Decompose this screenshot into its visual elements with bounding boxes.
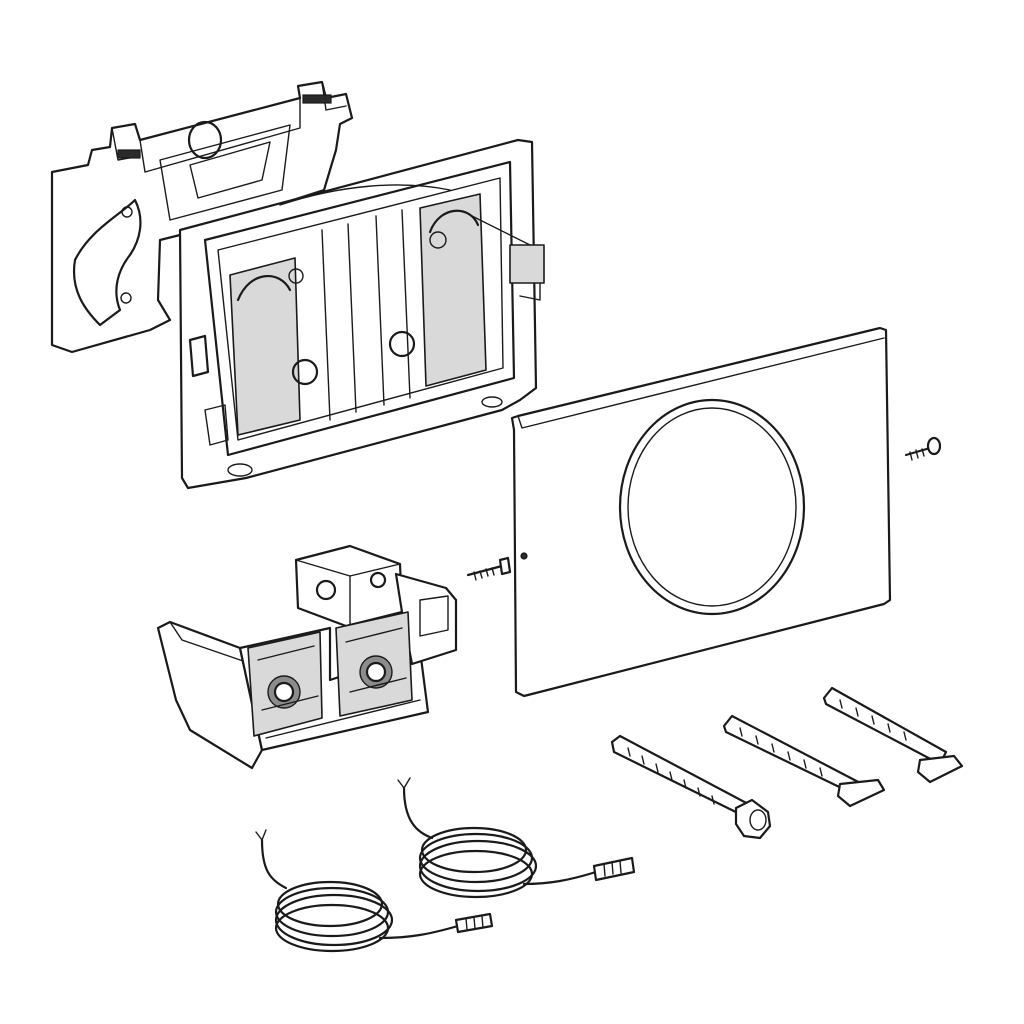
actuation-rod-2 bbox=[722, 714, 886, 808]
cable-2 bbox=[397, 777, 636, 899]
cable-1 bbox=[255, 829, 494, 953]
base-frame bbox=[178, 138, 545, 490]
actuator-module bbox=[156, 544, 458, 770]
mounting-frame bbox=[50, 80, 354, 354]
screw-right bbox=[904, 436, 942, 461]
actuation-rod-3 bbox=[822, 686, 964, 784]
cover-plate bbox=[510, 326, 892, 698]
actuation-rod-1 bbox=[610, 734, 772, 840]
screw-left bbox=[466, 556, 512, 581]
flush-ring bbox=[618, 398, 806, 616]
